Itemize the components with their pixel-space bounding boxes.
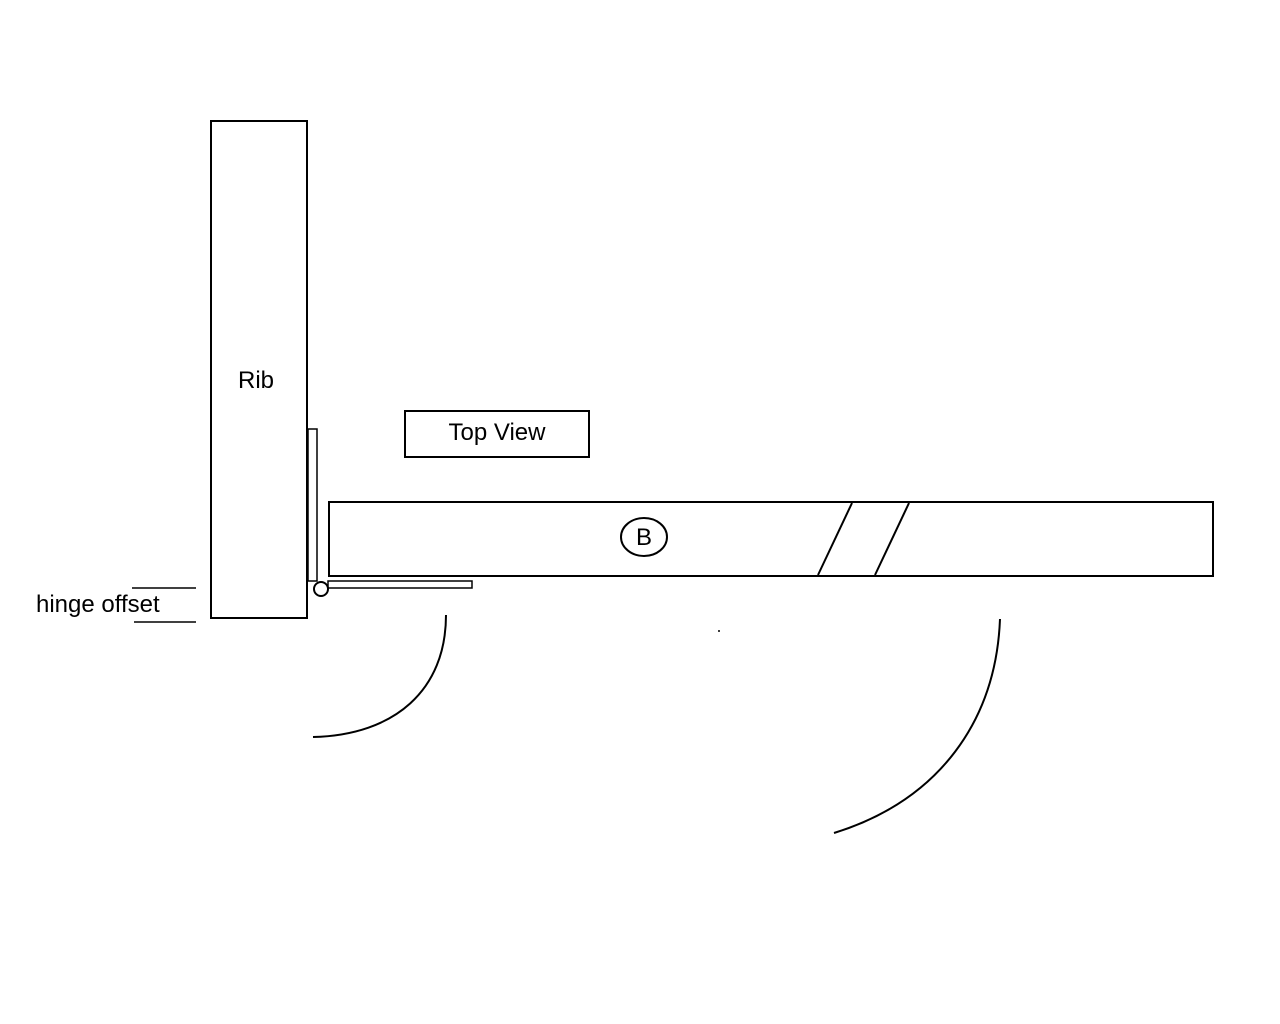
hinge-offset-label: hinge offset xyxy=(36,591,160,618)
part-b-label: B xyxy=(636,524,652,551)
break-line-right xyxy=(874,502,910,576)
rib-label: Rib xyxy=(238,367,274,394)
swing-arc-inner xyxy=(312,614,447,738)
hinge-leaf-horizontal xyxy=(327,580,473,589)
top-view-label: Top View xyxy=(449,419,547,446)
board-b-group: B xyxy=(328,501,1214,577)
rib-group: Rib xyxy=(210,120,308,619)
top-view-box xyxy=(404,410,590,458)
board-b xyxy=(328,501,1214,577)
break-line-left xyxy=(817,502,853,576)
swing-arc-outer xyxy=(833,618,1001,834)
hinge-leaf-vertical xyxy=(307,428,318,582)
stray-dot xyxy=(718,630,720,632)
top-view-caption: Top View xyxy=(404,410,590,458)
rib-board xyxy=(210,120,308,619)
hinge-offset-dimension: hinge offset xyxy=(36,587,196,623)
part-b-callout xyxy=(620,517,668,557)
hinge-pin xyxy=(313,581,329,597)
